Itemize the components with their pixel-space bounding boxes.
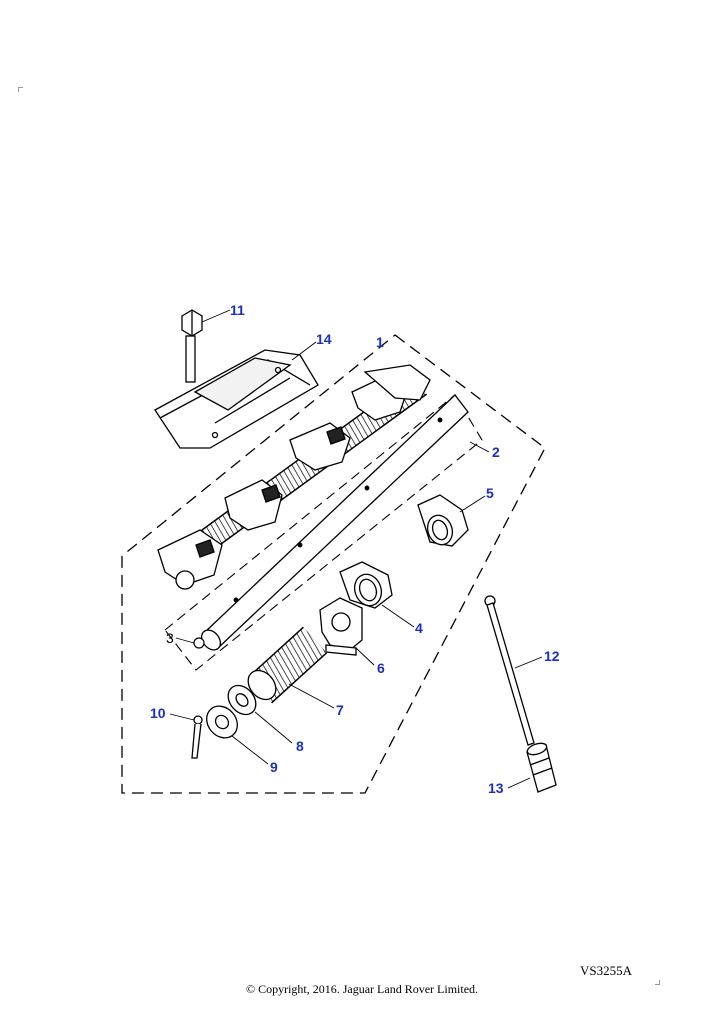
rocker-arm-part-4 [339, 561, 393, 609]
callout-10: 10 [150, 705, 166, 721]
callout-4: 4 [415, 620, 423, 636]
spring-part [247, 626, 328, 704]
push-rod-part [484, 595, 535, 746]
callout-8: 8 [296, 738, 304, 754]
callout-11: 11 [230, 302, 245, 318]
callout-5: 5 [486, 485, 494, 501]
callout-12: 12 [544, 648, 560, 664]
callout-1: 1 [376, 334, 384, 350]
shaft-boundary-dashed [164, 394, 483, 671]
washer-part-8 [227, 684, 257, 716]
callout-labels: 11 14 1 2 3 4 5 6 7 8 9 10 12 13 [150, 302, 560, 796]
callout-9: 9 [270, 759, 278, 775]
callout-7: 7 [336, 702, 344, 718]
split-pin-part [191, 715, 203, 759]
callout-6: 6 [377, 660, 385, 676]
drawing-reference: VS3255A [580, 963, 633, 978]
leader-lines [169, 309, 543, 789]
callout-3: 3 [166, 630, 174, 646]
tappet-part [526, 742, 557, 793]
assembly-boundary-dashed [121, 334, 546, 794]
callout-2: 2 [492, 444, 500, 460]
rocker-shaft-part [200, 394, 469, 651]
pedestal-bracket-part [319, 597, 363, 656]
copyright-notice: © Copyright, 2016. Jaguar Land Rover Lim… [245, 982, 479, 996]
washer-part-9 [206, 705, 238, 739]
plug-part [193, 637, 205, 649]
bolt-part [181, 309, 203, 383]
crop-mark-bottom-right [655, 980, 660, 985]
callout-13: 13 [488, 780, 504, 796]
crop-mark-top-left [18, 87, 23, 92]
rocker-arm-part-5 [417, 494, 469, 547]
cover-plate-part [154, 349, 319, 449]
callout-14: 14 [316, 331, 332, 347]
rocker-assembly-part [157, 364, 431, 590]
